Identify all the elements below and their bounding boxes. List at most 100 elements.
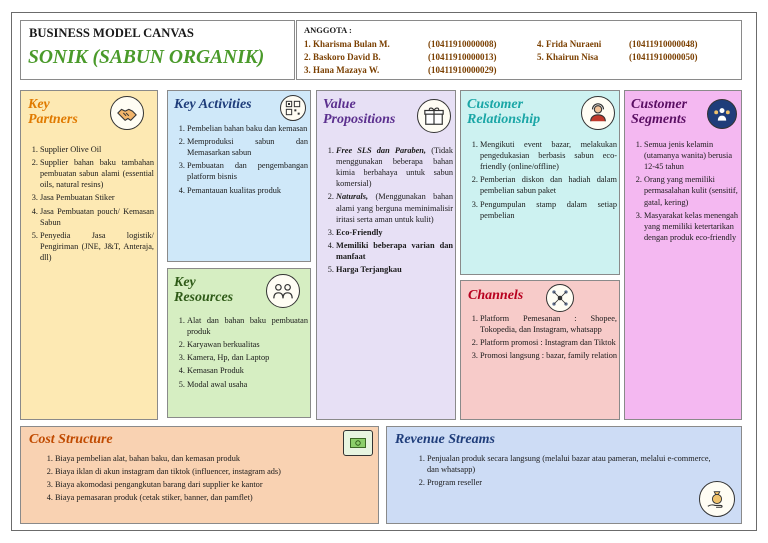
list-item: Kemasan Produk — [187, 365, 308, 376]
customer-relationship-title: Customer Relationship — [467, 97, 540, 128]
key-resources-title-line2: Resources — [174, 290, 234, 306]
revenue-streams-box: Revenue Streams Penjualan produk secara … — [386, 426, 742, 524]
revenue-streams-list: Penjualan produk secara langsung (melalu… — [411, 453, 711, 490]
value-propositions-title-line1: Value — [323, 97, 356, 112]
support-agent-icon — [581, 96, 615, 130]
list-item: Pemantauan kualitas produk — [187, 185, 308, 196]
member-name: 4. Frida Nuraeni — [537, 39, 602, 49]
key-activities-list: Pembelian bahan baku dan kemasan Memprod… — [174, 123, 308, 198]
list-item: Modal awal usaha — [187, 379, 308, 390]
revenue-streams-title: Revenue Streams — [395, 432, 495, 447]
key-partners-list: Supplier Olive Oil Supplier bahan baku t… — [27, 144, 154, 265]
key-partners-title-line1: Key — [28, 97, 50, 112]
handshake-icon — [110, 96, 144, 130]
member-id: (10411910000050) — [629, 52, 698, 62]
list-item: Supplier Olive Oil — [40, 144, 154, 155]
list-item: Naturals, (Menggunakan bahan alami yang … — [336, 191, 453, 224]
list-item: Alat dan bahan baku pembuatan produk — [187, 315, 308, 337]
customer-segments-title-line1: Customer — [631, 97, 688, 112]
cost-structure-title: Cost Structure — [29, 432, 113, 447]
item-body: (Tidak menggunakan beberapa bahan kimia … — [336, 146, 454, 189]
item-head: Harga Terjangkau — [336, 265, 402, 275]
list-item: Promosi langsung : bazar, family relatio… — [480, 350, 617, 361]
canvas-title: BUSINESS MODEL CANVAS — [29, 26, 194, 40]
item-body: (Menggunakan bahan alami yang berguna me… — [336, 192, 453, 224]
channels-box: Channels Platform Pemesanan : Shopee, To… — [460, 280, 620, 420]
customer-segments-list: Semua jenis kelamin (utamanya wanita) be… — [631, 139, 739, 245]
key-partners-box: Key Partners Supplier Olive Oil Supplier… — [20, 90, 158, 420]
list-item: Mengikuti event bazar, melakukan pengedu… — [480, 139, 617, 172]
member-id: (10411910000029) — [428, 65, 497, 75]
gift-box-icon — [417, 99, 451, 133]
list-item: Biaya akomodasi pengangkutan barang dari… — [55, 479, 378, 490]
money-icon — [343, 430, 373, 456]
list-item: Karyawan berkualitas — [187, 339, 308, 350]
cost-structure-list: Biaya pembelian alat, bahan baku, dan ke… — [39, 453, 378, 505]
member-id: (10411910000048) — [629, 39, 698, 49]
network-icon — [546, 284, 574, 312]
key-partners-title-line2: Partners — [28, 112, 78, 128]
list-item: Pemberian diskon dan hadiah dalam pembel… — [480, 174, 617, 196]
title-box: BUSINESS MODEL CANVAS SONIK (SABUN ORGAN… — [20, 20, 295, 80]
list-item: Penjualan produk secara langsung (melalu… — [427, 453, 711, 475]
cost-structure-box: Cost Structure Biaya pembelian alat, bah… — [20, 426, 379, 524]
customer-relationship-box: Customer Relationship Mengikuti event ba… — [460, 90, 620, 275]
list-item: Platform promosi : Instagram dan Tiktok — [480, 337, 617, 348]
key-activities-box: Key Activities Pembelian bahan baku dan … — [167, 90, 311, 262]
team-label: ANGGOTA : — [304, 25, 352, 35]
list-item: Memiliki beberapa varian dan manfaat — [336, 240, 453, 262]
item-head: Eco-Friendly — [336, 227, 383, 237]
key-activities-title: Key Activities — [174, 97, 252, 112]
list-item: Kamera, Hp, dan Laptop — [187, 352, 308, 363]
customer-relationship-title-line1: Customer — [467, 97, 524, 112]
canvas-frame — [11, 12, 757, 531]
list-item: Harga Terjangkau — [336, 264, 453, 275]
key-resources-box: Key Resources Alat dan bahan baku pembua… — [167, 268, 311, 418]
people-gear-icon — [266, 274, 300, 308]
value-propositions-box: Value Propositions Free SLS dan Paraben,… — [316, 90, 456, 420]
channels-title: Channels — [468, 288, 524, 303]
customer-segments-title-line2: Segments — [631, 112, 687, 128]
customer-relationship-title-line2: Relationship — [467, 112, 541, 128]
qr-code-icon — [280, 95, 306, 121]
group-icon — [707, 99, 737, 129]
list-item: Jasa Pembuatan Stiker — [40, 192, 154, 203]
key-resources-title: Key Resources — [174, 275, 233, 306]
value-propositions-title-line2: Propositions — [323, 112, 396, 128]
list-item: Eco-Friendly — [336, 227, 453, 238]
list-item: Biaya iklan di akun instagram dan tiktok… — [55, 466, 378, 477]
list-item: Masyarakat kelas menengah yang memiliki … — [644, 210, 739, 243]
member-id: (10411910000008) — [428, 39, 497, 49]
member-name: 5. Khairun Nisa — [537, 52, 599, 62]
key-resources-title-line1: Key — [174, 275, 196, 290]
member-id: (10411910000013) — [428, 52, 497, 62]
team-box: ANGGOTA : 1. Kharisma Bulan M. (10411910… — [296, 20, 742, 80]
item-head: Free SLS dan Paraben, — [336, 146, 426, 155]
member-name: 2. Baskoro David B. — [304, 52, 381, 62]
list-item: Orang yang memiliki permasalahan kulit (… — [644, 174, 739, 207]
list-item: Penyedia Jasa logistik/ Pengiriman (JNE,… — [40, 230, 154, 263]
customer-relationship-list: Mengikuti event bazar, melakukan pengedu… — [467, 139, 617, 223]
member-name: 1. Kharisma Bulan M. — [304, 39, 390, 49]
money-bag-hand-icon — [699, 481, 735, 517]
key-resources-list: Alat dan bahan baku pembuatan produk Kar… — [174, 315, 308, 392]
list-item: Biaya pembelian alat, bahan baku, dan ke… — [55, 453, 378, 464]
list-item: Pengumpulan stamp dalam setiap pembelian — [480, 199, 617, 221]
key-partners-title: Key Partners — [28, 97, 78, 128]
item-head: Naturals, — [336, 192, 369, 202]
channels-list: Platform Pemesanan : Shopee, Tokopedia, … — [467, 313, 617, 363]
list-item: Pembelian bahan baku dan kemasan — [187, 123, 308, 134]
value-propositions-title: Value Propositions — [323, 97, 395, 128]
item-head: Memiliki beberapa varian dan manfaat — [336, 240, 453, 261]
list-item: Memproduksi sabun dan Memasarkan sabun — [187, 136, 308, 158]
value-propositions-list: Free SLS dan Paraben, (Tidak menggunakan… — [323, 145, 453, 277]
product-title: SONIK (SABUN ORGANIK) — [28, 47, 265, 68]
list-item: Jasa Pembuatan pouch/ Kemasan Sabun — [40, 206, 154, 228]
member-name: 3. Hana Mazaya W. — [304, 65, 380, 75]
list-item: Supplier bahan baku tambahan pembuatan s… — [40, 157, 154, 190]
list-item: Free SLS dan Paraben, (Tidak menggunakan… — [336, 145, 453, 189]
list-item: Biaya pemasaran produk (cetak stiker, ba… — [55, 492, 378, 503]
list-item: Semua jenis kelamin (utamanya wanita) be… — [644, 139, 739, 172]
customer-segments-title: Customer Segments — [631, 97, 687, 128]
list-item: Platform Pemesanan : Shopee, Tokopedia, … — [480, 313, 617, 335]
